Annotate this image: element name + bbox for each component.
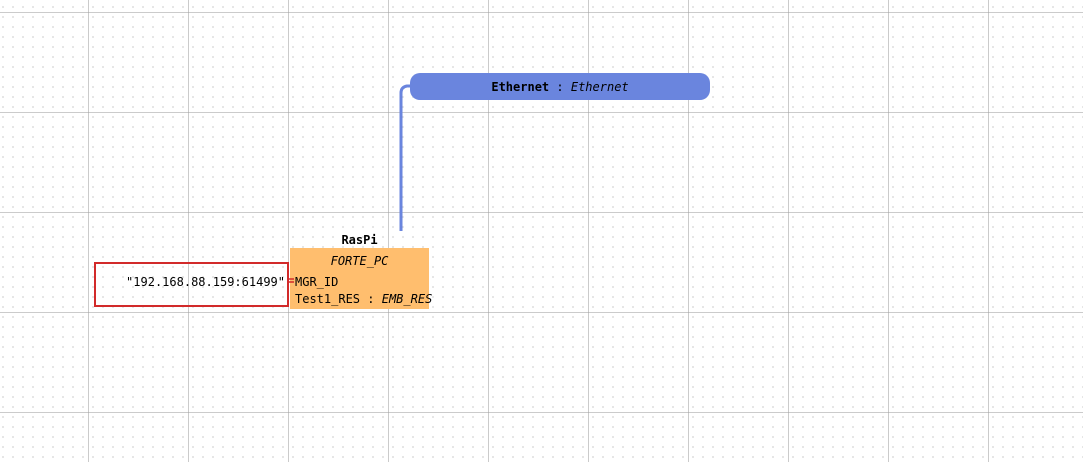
segment-separator: : (549, 79, 571, 94)
parameter-name: MGR_ID (295, 275, 339, 289)
parameter-connector (287, 278, 294, 283)
resource-type: EMB_RES (381, 292, 433, 306)
resource-entry[interactable]: Test1_RES : EMB_RES (295, 292, 432, 306)
parameter-value[interactable]: "192.168.88.159:61499" (126, 275, 285, 289)
device-name[interactable]: RasPi (341, 233, 378, 247)
resource-separator: : (360, 292, 382, 306)
parameter-value-box[interactable]: "192.168.88.159:61499" (94, 262, 289, 307)
segment-name[interactable]: Ethernet (491, 79, 550, 94)
device-block[interactable]: FORTE_PC MGR_ID Test1_RES : EMB_RES (290, 248, 432, 309)
device-type: FORTE_PC (330, 254, 389, 268)
resource-name[interactable]: Test1_RES (295, 292, 361, 306)
segment-type: Ethernet (570, 79, 629, 94)
ethernet-segment[interactable]: Ethernet : Ethernet (410, 73, 710, 100)
